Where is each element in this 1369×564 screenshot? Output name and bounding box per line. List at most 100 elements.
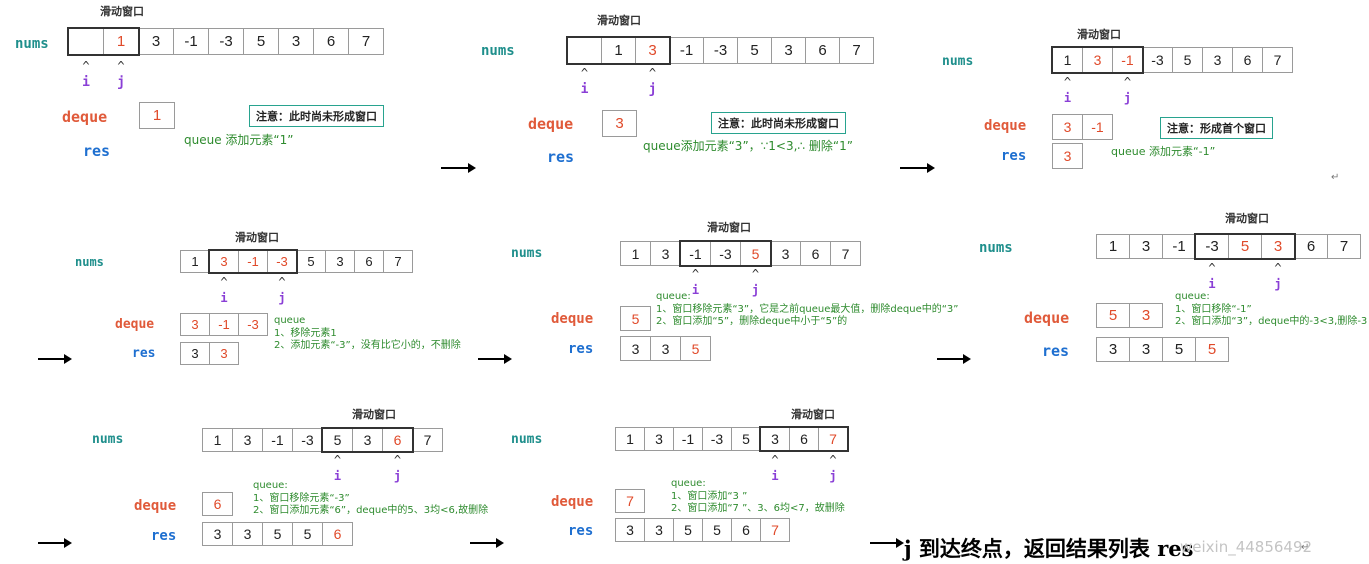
deque-array: 3-1	[1052, 114, 1113, 140]
res-label: res	[132, 346, 156, 361]
res-cell: 3	[232, 522, 263, 546]
deque-array: 3	[602, 110, 637, 137]
nums-cell: 7	[818, 427, 848, 451]
deque-cell: 3	[1052, 114, 1083, 140]
pointer-i: ^i	[220, 275, 228, 305]
window-title: 滑动窗口	[235, 231, 279, 244]
res-cell: 3	[202, 522, 233, 546]
pointer-j: ^j	[751, 267, 760, 297]
deque-label: deque	[551, 311, 594, 327]
nums-cell: 5	[740, 241, 771, 266]
next-step-arrow	[38, 354, 72, 364]
nums-cell: -1	[1112, 47, 1143, 73]
nums-cell: -1	[238, 250, 268, 273]
step-explanation: queue添加元素“3”，∵1<3,∴ 删除“1”	[643, 139, 853, 153]
deque-cell: -1	[209, 313, 239, 336]
pointer-j: ^j	[648, 66, 657, 97]
deque-cell: 7	[615, 489, 645, 513]
nums-label: nums	[942, 54, 974, 69]
nums-cell: 7	[839, 37, 874, 64]
nums-cell: 6	[313, 28, 349, 55]
next-step-arrow	[937, 354, 971, 364]
nums-cell: 7	[1327, 234, 1361, 259]
nums-cell: 3	[1129, 234, 1163, 259]
nums-cell: 1	[1052, 47, 1083, 73]
deque-cell: 5	[620, 306, 651, 331]
res-cell: 3	[1096, 337, 1130, 362]
res-cell: 5	[673, 518, 703, 542]
nums-cell: 7	[383, 250, 413, 273]
nums-label: nums	[511, 432, 543, 447]
nums-cell: 6	[1294, 234, 1328, 259]
nums-cell: 5	[322, 428, 353, 452]
nums-cell: 1	[601, 37, 636, 64]
nums-cell: 3	[760, 427, 790, 451]
window-note: 注意：此时尚未形成窗口	[711, 112, 846, 134]
nums-cell: 7	[348, 28, 384, 55]
nums-label: nums	[15, 36, 49, 52]
pointer-i: ^i	[333, 453, 342, 483]
pointer-i: ^i	[1208, 261, 1216, 291]
nums-cell	[68, 28, 104, 55]
nums-cell: -1	[680, 241, 711, 266]
deque-cell: 3	[602, 110, 637, 137]
deque-label: deque	[134, 498, 177, 514]
nums-cell: -3	[267, 250, 297, 273]
deque-label: deque	[115, 317, 155, 332]
nums-cell: 5	[296, 250, 326, 273]
res-label: res	[1042, 342, 1070, 360]
next-step-arrow	[441, 163, 476, 173]
nums-cell: -3	[703, 37, 738, 64]
nums-cell: 3	[1261, 234, 1295, 259]
pointer-j: ^j	[117, 59, 125, 90]
window-title: 滑动窗口	[100, 5, 144, 18]
nums-cell: 3	[1082, 47, 1113, 73]
nums-cell: -1	[262, 428, 293, 452]
pointer-i: ^i	[82, 59, 90, 90]
pointer-i: ^i	[1063, 75, 1072, 105]
nums-cell: 3	[138, 28, 174, 55]
deque-array: 5	[620, 306, 651, 331]
window-title: 滑动窗口	[1077, 28, 1121, 41]
nums-label: nums	[75, 255, 104, 269]
window-title: 滑动窗口	[352, 408, 396, 421]
nums-cell: -1	[173, 28, 209, 55]
res-cell: 3	[1052, 143, 1083, 169]
next-step-arrow	[470, 538, 504, 548]
nums-cell: -1	[1162, 234, 1196, 259]
deque-array: 7	[615, 489, 645, 513]
nums-cell: -3	[208, 28, 244, 55]
nums-cell: 1	[620, 241, 651, 266]
nums-cell: 5	[1228, 234, 1262, 259]
nums-cell: 5	[1172, 47, 1203, 73]
res-label: res	[1001, 148, 1027, 164]
nums-cell: -3	[1142, 47, 1173, 73]
pointer-i: ^i	[691, 267, 700, 297]
deque-array: 3-1-3	[180, 313, 268, 336]
res-label: res	[151, 528, 177, 544]
nums-cell: 7	[830, 241, 861, 266]
deque-label: deque	[62, 108, 108, 126]
res-cell: 3	[650, 336, 681, 361]
nums-cell: 3	[771, 37, 806, 64]
final-caption: j 到达终点，返回结果列表 res	[904, 536, 1194, 561]
nums-cell: 1	[1096, 234, 1130, 259]
window-note: 注意：形成首个窗口	[1160, 117, 1273, 139]
deque-label: deque	[984, 118, 1027, 134]
nums-label: nums	[92, 432, 124, 447]
res-cell: 5	[680, 336, 711, 361]
next-step-arrow	[900, 163, 935, 173]
nums-label: nums	[511, 246, 543, 261]
next-step-arrow	[38, 538, 72, 548]
res-cell: 5	[1195, 337, 1229, 362]
nums-cell: 5	[243, 28, 279, 55]
watermark: weixin_44856492	[1180, 538, 1313, 556]
deque-cell: 3	[1129, 303, 1163, 328]
nums-cell: 1	[180, 250, 210, 273]
nums-cell: 3	[209, 250, 239, 273]
